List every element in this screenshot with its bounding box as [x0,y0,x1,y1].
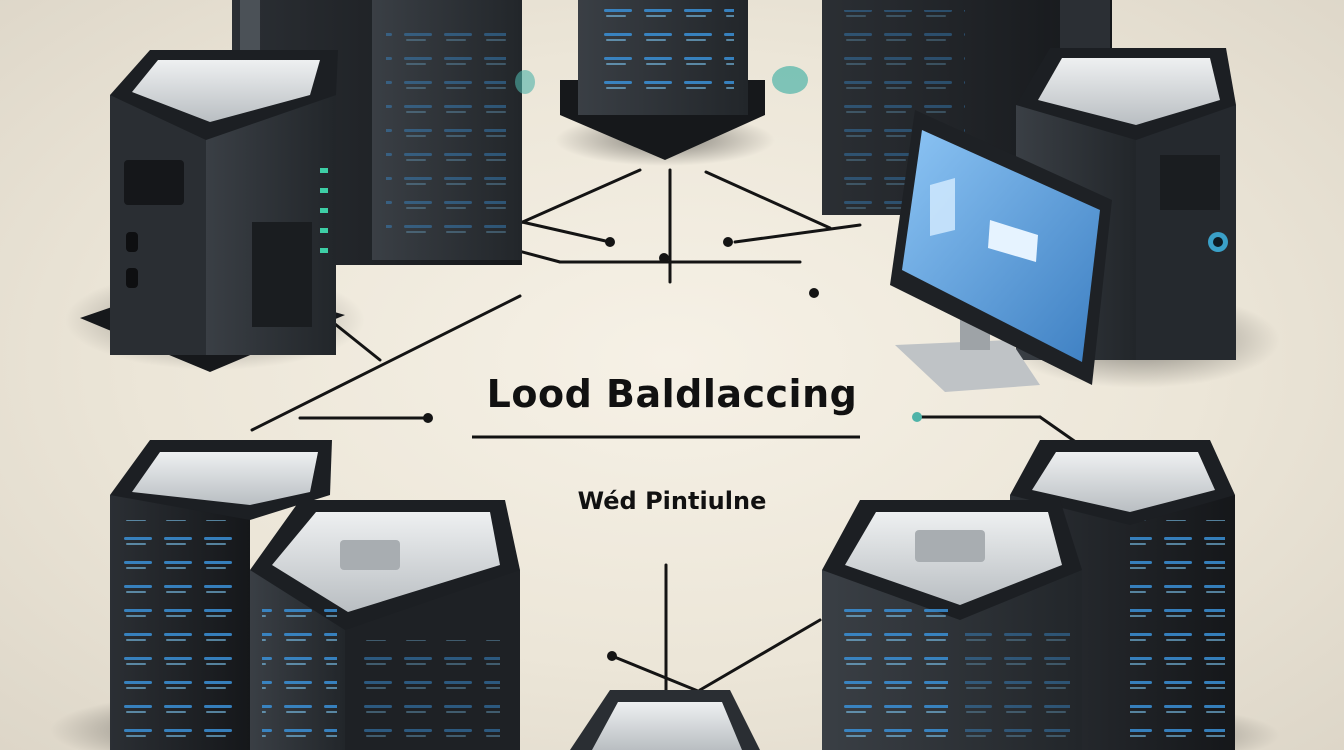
server-unit-top-center [515,0,808,166]
cable-node [607,651,617,661]
server-tower-top-left [65,50,365,372]
server-unit-bottom-center [570,690,760,750]
cable-node [605,237,615,247]
cable-node [659,253,669,263]
cable [698,618,822,692]
cable-node [809,288,819,298]
cable [733,223,862,244]
cable-node [912,412,922,422]
cable [498,168,642,234]
server-tower-bottom-center-right [822,500,1082,750]
cable-node [423,413,433,423]
cable [704,170,832,230]
server-tower-bottom-center-left [250,500,520,750]
monitor [890,110,1112,392]
cable [250,294,522,432]
cable-nodes [423,237,922,661]
cable-node [723,237,733,247]
server-tower-bottom-right [980,440,1280,750]
image-subheading: Wéd Pintiulne [577,487,767,515]
image-heading: Lood Baldlaccing [486,372,858,416]
